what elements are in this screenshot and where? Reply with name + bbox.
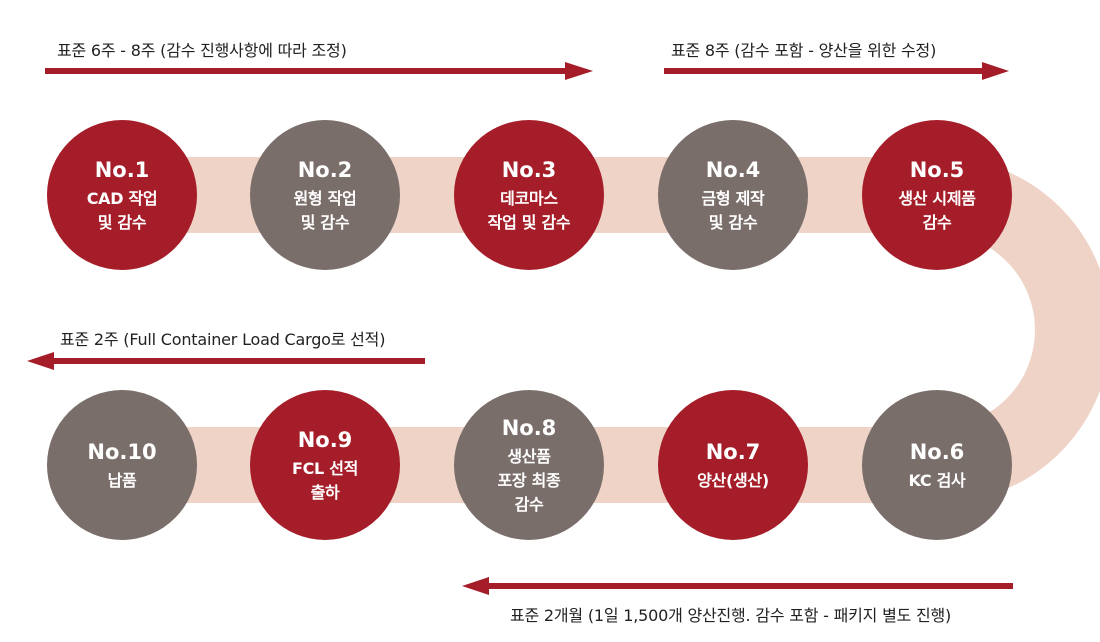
step-circle-4: No.4 금형 제작 및 감수: [658, 120, 808, 270]
step-label-line: CAD 작업: [86, 189, 158, 208]
step-number: No.3: [501, 158, 557, 182]
step-label-line: FCL 선적: [291, 459, 359, 478]
step-label-line: 작업 및 감수: [487, 213, 571, 232]
step-label-line: 원형 작업: [293, 189, 357, 208]
caption-top-left: 표준 6주 - 8주 (감수 진행사항에 따라 조정): [57, 41, 347, 60]
step-number: No.5: [909, 158, 965, 182]
step-label-line: 및 감수: [97, 213, 147, 232]
step-number: No.2: [297, 158, 353, 182]
caption-middle-left: 표준 2주 (Full Container Load Cargo로 선적): [60, 330, 386, 349]
step-number: No.4: [705, 158, 761, 182]
step-label-line: KC 검사: [908, 471, 966, 490]
arrow-top-right: [664, 62, 1009, 80]
step-label-line: 생산품: [507, 447, 551, 466]
step-label-line: 출하: [310, 483, 340, 502]
step-label-line: 감수: [514, 495, 544, 514]
step-circle-6: No.6 KC 검사: [862, 390, 1012, 540]
step-label-line: 양산(생산): [697, 471, 769, 490]
step-circle-1: No.1 CAD 작업 및 감수: [47, 120, 197, 270]
arrow-bottom-right: [462, 577, 1013, 595]
step-number: No.6: [909, 440, 965, 464]
step-label-line: 및 감수: [708, 213, 758, 232]
step-label-line: 납품: [107, 471, 137, 490]
arrow-top-left: [45, 62, 593, 80]
step-circle-8: No.8 생산품 포장 최종 감수: [454, 390, 604, 540]
step-circle-2: No.2 원형 작업 및 감수: [250, 120, 400, 270]
step-number: No.7: [705, 440, 761, 464]
step-circle-3: No.3 데코마스 작업 및 감수: [454, 120, 604, 270]
step-label-line: 금형 제작: [701, 189, 765, 208]
step-label-line: 포장 최종: [497, 471, 561, 490]
caption-top-right: 표준 8주 (감수 포함 - 양산을 위한 수정): [671, 41, 937, 60]
step-circle-5: No.5 생산 시제품 감수: [862, 120, 1012, 270]
step-label-line: 및 감수: [300, 213, 350, 232]
step-label-line: 생산 시제품: [898, 189, 976, 208]
step-label-line: 감수: [922, 213, 952, 232]
arrow-middle-left: [27, 352, 425, 370]
step-number: No.1: [94, 158, 150, 182]
step-label-line: 데코마스: [500, 189, 558, 208]
step-number: No.10: [87, 440, 157, 464]
step-circle-10: No.10 납품: [47, 390, 197, 540]
step-number: No.9: [297, 428, 353, 452]
step-circle-9: No.9 FCL 선적 출하: [250, 390, 400, 540]
step-circle-7: No.7 양산(생산): [658, 390, 808, 540]
caption-bottom-right: 표준 2개월 (1일 1,500개 양산진행. 감수 포함 - 패키지 별도 진…: [510, 606, 952, 625]
step-number: No.8: [501, 416, 557, 440]
